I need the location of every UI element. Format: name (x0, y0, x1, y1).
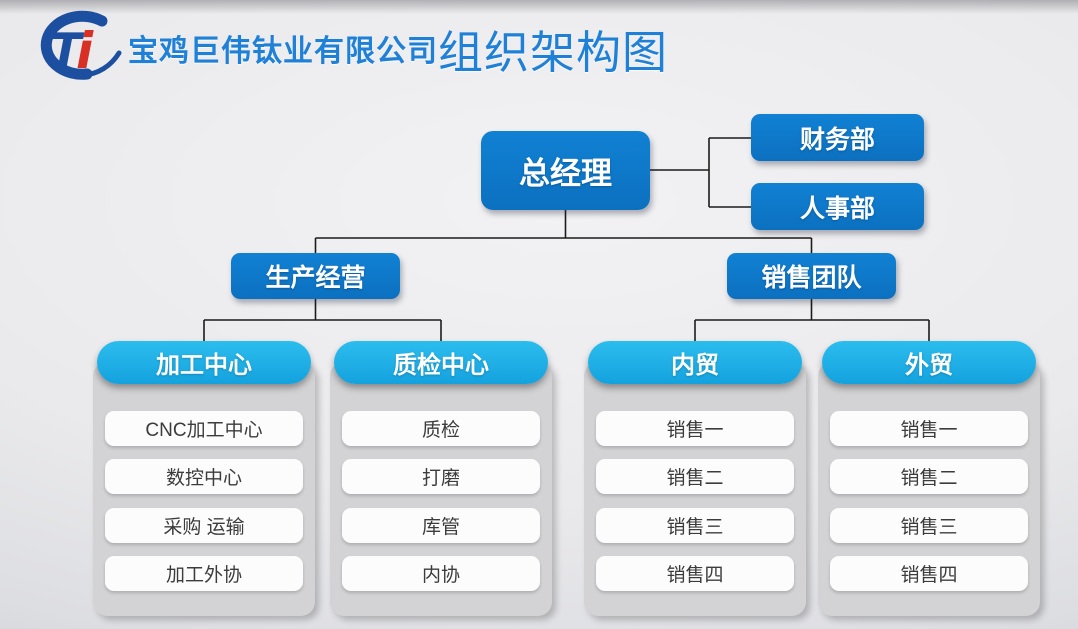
group-header-quality: 质检中心 (334, 341, 548, 384)
group-foreign-trade: 外贸 销售一 销售二 销售三 销售四 (818, 341, 1040, 616)
org-node-hr-dept: 人事部 (751, 183, 924, 230)
list-item: 销售三 (830, 508, 1028, 543)
list-item: 采购 运输 (105, 508, 303, 543)
list-item: 销售二 (596, 459, 794, 494)
list-item: 销售二 (830, 459, 1028, 494)
list-item: 内协 (342, 556, 540, 591)
list-item: 质检 (342, 411, 540, 446)
group-machining-center: 加工中心 CNC加工中心 数控中心 采购 运输 加工外协 (93, 341, 315, 616)
list-item: 销售四 (596, 556, 794, 591)
logo-letter-t: T (50, 23, 85, 77)
list-item: 销售四 (830, 556, 1028, 591)
list-item: CNC加工中心 (105, 411, 303, 446)
org-node-general-manager: 总经理 (481, 131, 650, 210)
org-node-sales-team: 销售团队 (727, 253, 896, 299)
group-quality-center: 质检中心 质检 打磨 库管 内协 (330, 341, 552, 616)
group-header-machining: 加工中心 (97, 341, 311, 384)
company-name: 宝鸡巨伟钛业有限公司 (128, 35, 438, 68)
org-node-production: 生产经营 (231, 253, 400, 299)
group-header-foreign: 外贸 (822, 341, 1036, 384)
company-logo-icon: T i (40, 10, 122, 80)
list-item: 数控中心 (105, 459, 303, 494)
group-header-domestic: 内贸 (588, 341, 802, 384)
group-domestic-trade: 内贸 销售一 销售二 销售三 销售四 (584, 341, 806, 616)
list-item: 打磨 (342, 459, 540, 494)
header: 宝鸡巨伟钛业有限公司 组织架构图 (128, 0, 668, 96)
list-item: 销售一 (596, 411, 794, 446)
list-item: 加工外协 (105, 556, 303, 591)
page-title: 组织架构图 (438, 26, 669, 78)
logo-letter-i: i (76, 22, 94, 80)
org-node-finance-dept: 财务部 (751, 114, 924, 161)
list-item: 销售一 (830, 411, 1028, 446)
list-item: 库管 (342, 508, 540, 543)
list-item: 销售三 (596, 508, 794, 543)
